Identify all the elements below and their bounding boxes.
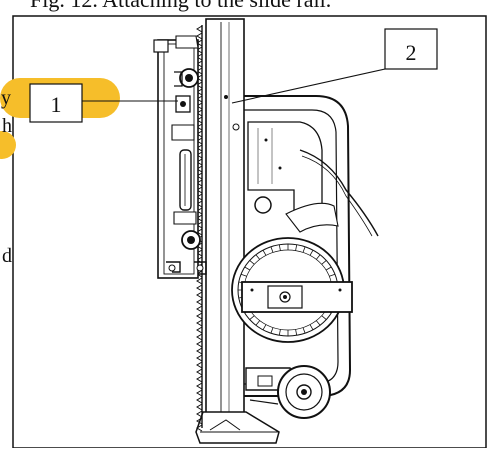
callout-2-label: 2 bbox=[406, 40, 417, 65]
wheel-assembly bbox=[245, 365, 331, 419]
margin-fragment-2: h bbox=[2, 115, 12, 137]
figure-caption: Fig. 12. Attaching to the slide rail. bbox=[30, 0, 331, 12]
margin-fragment-1: y bbox=[1, 87, 11, 109]
callout-2: 2 bbox=[231, 28, 438, 104]
callout-1-label: 1 bbox=[51, 92, 62, 117]
machine-body bbox=[244, 95, 379, 397]
callout-1: 1 bbox=[29, 83, 178, 123]
clamp-block bbox=[241, 281, 353, 313]
slide-rail bbox=[195, 18, 280, 444]
margin-fragment-3: d bbox=[2, 245, 12, 267]
bracket-assembly bbox=[153, 35, 207, 279]
